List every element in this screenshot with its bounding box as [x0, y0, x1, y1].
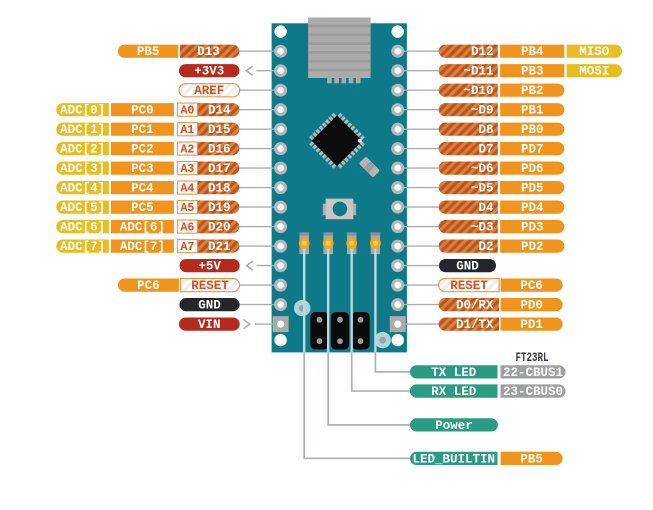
svg-text:PC0: PC0 [131, 104, 154, 118]
svg-text:A5: A5 [180, 202, 194, 215]
svg-text:D17: D17 [208, 162, 231, 176]
svg-text:PB5: PB5 [137, 45, 160, 59]
svg-text:LED_BUILTIN: LED_BUILTIN [412, 452, 495, 466]
svg-text:~D3: ~D3 [471, 221, 494, 235]
svg-text:D19: D19 [208, 201, 231, 215]
svg-text:D13: D13 [197, 45, 220, 59]
svg-text:D0/RX: D0/RX [456, 299, 494, 313]
svg-text:PC6: PC6 [520, 279, 543, 293]
svg-text:PB0: PB0 [521, 123, 544, 137]
svg-text:ADC[5]: ADC[5] [60, 201, 105, 215]
svg-text:A6: A6 [180, 222, 194, 235]
svg-text:VIN: VIN [198, 318, 221, 332]
svg-text:PD6: PD6 [521, 162, 544, 176]
svg-text:A1: A1 [180, 124, 194, 137]
svg-text:RESET: RESET [191, 279, 229, 293]
svg-text:ADC[6]: ADC[6] [120, 221, 165, 235]
svg-text:RX LED: RX LED [431, 385, 477, 399]
svg-text:A0: A0 [180, 105, 194, 118]
svg-text:RESET: RESET [450, 279, 488, 293]
svg-text:GND: GND [456, 260, 479, 274]
svg-text:D4: D4 [478, 201, 494, 215]
svg-text:PB4: PB4 [521, 45, 544, 59]
svg-text:22-CBUS1: 22-CBUS1 [503, 366, 563, 380]
svg-text:Power: Power [435, 419, 473, 433]
svg-text:+3V3: +3V3 [194, 65, 224, 79]
svg-text:PD3: PD3 [521, 221, 544, 235]
svg-text:PC6: PC6 [137, 279, 160, 293]
svg-text:D14: D14 [208, 104, 231, 118]
svg-text:PD0: PD0 [520, 299, 543, 313]
svg-text:~D6: ~D6 [471, 162, 494, 176]
svg-text:PD4: PD4 [521, 201, 544, 215]
svg-text:D16: D16 [208, 143, 231, 157]
svg-text:ADC[1]: ADC[1] [60, 123, 105, 137]
svg-text:D20: D20 [208, 221, 231, 235]
svg-text:PC2: PC2 [131, 143, 154, 157]
svg-text:ADC[4]: ADC[4] [60, 182, 105, 196]
svg-text:ADC[7]: ADC[7] [60, 240, 105, 254]
svg-text:~D5: ~D5 [471, 182, 494, 196]
svg-text:D21: D21 [208, 240, 231, 254]
svg-text:PD5: PD5 [521, 182, 544, 196]
svg-text:A7: A7 [180, 241, 194, 254]
svg-text:PD7: PD7 [521, 143, 544, 157]
svg-text:23-CBUS0: 23-CBUS0 [503, 385, 563, 399]
svg-text:ADC[3]: ADC[3] [60, 162, 105, 176]
svg-text:D1/TX: D1/TX [456, 318, 494, 332]
svg-text:D7: D7 [478, 143, 493, 157]
svg-text:MOSI: MOSI [579, 65, 609, 79]
svg-text:AREF: AREF [194, 84, 224, 98]
svg-text:A2: A2 [180, 144, 194, 157]
svg-text:PC5: PC5 [131, 201, 154, 215]
svg-text:PC1: PC1 [131, 123, 154, 137]
svg-text:ADC[2]: ADC[2] [60, 143, 105, 157]
svg-text:D12: D12 [471, 45, 494, 59]
svg-text:FT23RL: FT23RL [516, 350, 549, 365]
svg-text:MISO: MISO [579, 45, 610, 59]
svg-text:PD2: PD2 [521, 240, 544, 254]
svg-text:PC4: PC4 [131, 182, 154, 196]
svg-text:D15: D15 [208, 123, 231, 137]
svg-text:~D10: ~D10 [463, 84, 493, 98]
svg-text:PB3: PB3 [521, 65, 544, 79]
svg-text:TX LED: TX LED [431, 366, 477, 380]
svg-text:ADC[0]: ADC[0] [60, 104, 105, 118]
svg-text:+5V: +5V [198, 260, 221, 274]
svg-text:~D9: ~D9 [471, 104, 494, 118]
svg-text:D8: D8 [478, 123, 493, 137]
svg-text:ADC[7]: ADC[7] [120, 240, 165, 254]
svg-text:PB5: PB5 [520, 452, 543, 466]
svg-text:~D11: ~D11 [463, 65, 493, 79]
svg-text:D18: D18 [208, 182, 231, 196]
svg-text:A3: A3 [180, 163, 194, 176]
svg-text:ADC[6]: ADC[6] [60, 221, 105, 235]
svg-text:PB1: PB1 [521, 104, 544, 118]
svg-text:GND: GND [198, 299, 221, 313]
svg-text:PD1: PD1 [520, 318, 543, 332]
svg-text:A4: A4 [180, 183, 194, 196]
svg-text:PB2: PB2 [521, 84, 544, 98]
svg-text:D2: D2 [478, 240, 493, 254]
svg-text:PC3: PC3 [131, 162, 154, 176]
